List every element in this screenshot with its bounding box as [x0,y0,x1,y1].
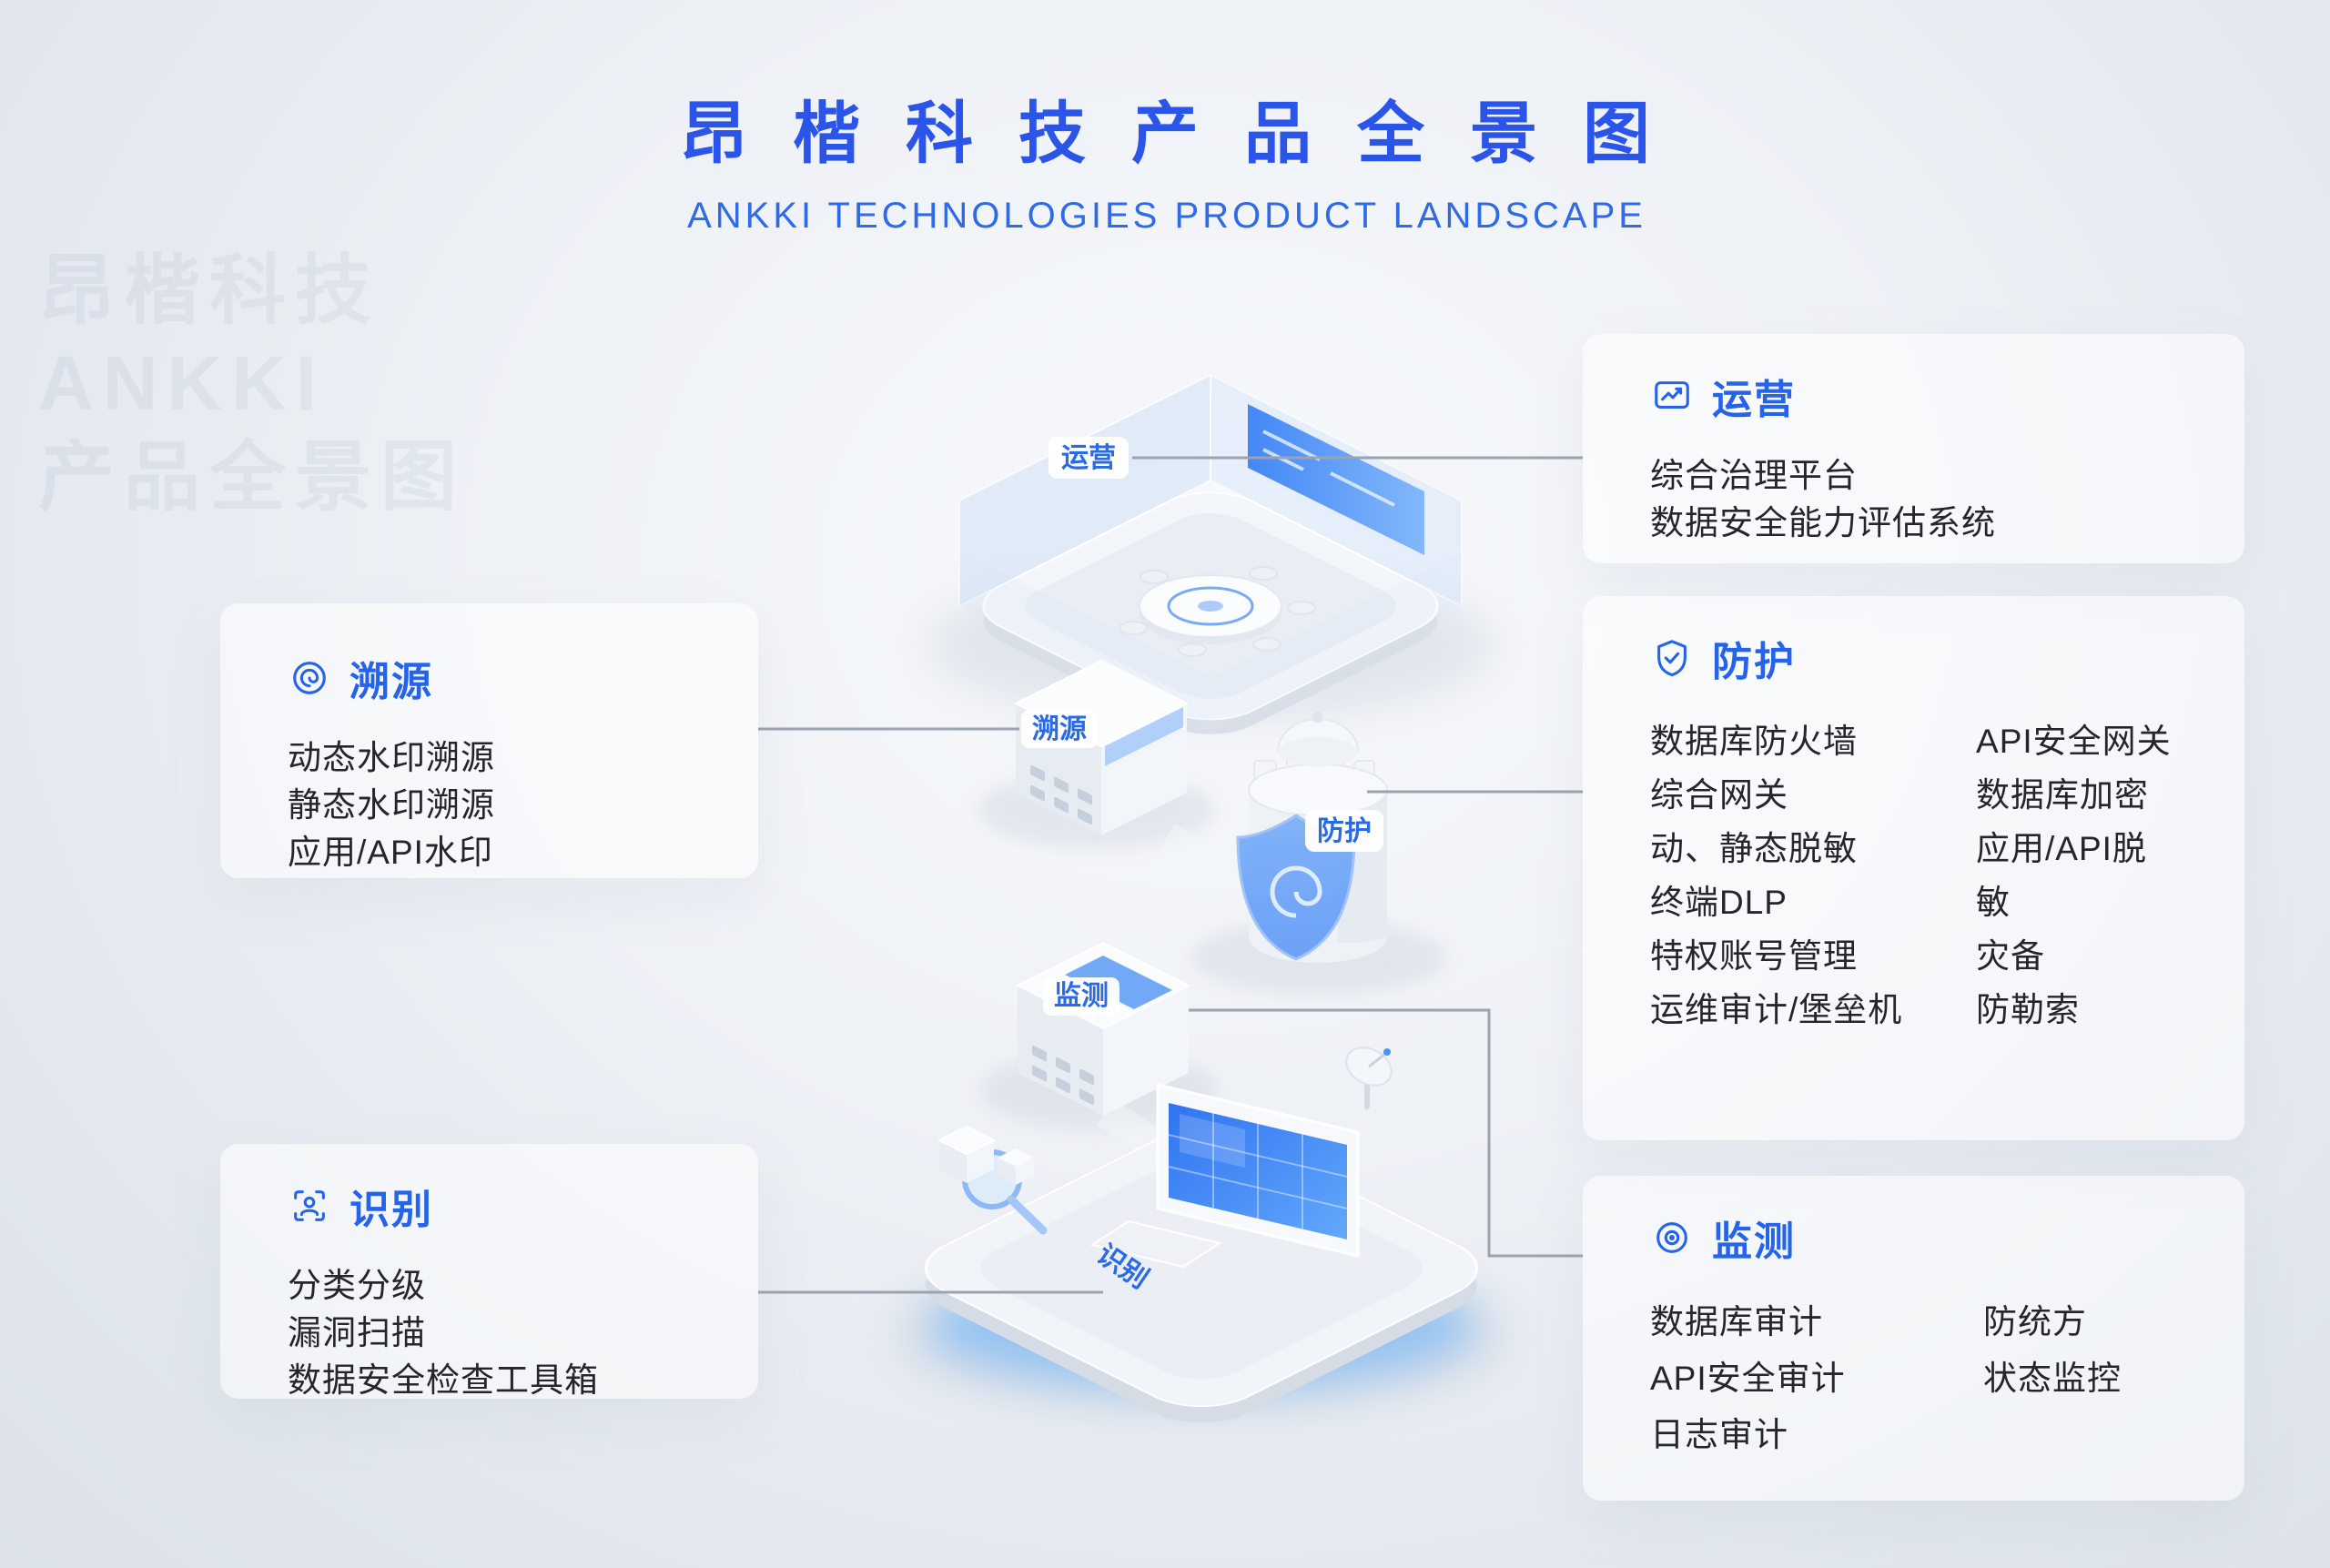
product-item: 灾备 [1976,937,2046,975]
product-item: 动、静态脱敏 [1650,830,1858,867]
card-traceability-header: 溯源 [288,649,691,707]
card-traceability-title: 溯源 [350,660,433,704]
identification-platform [924,1047,1479,1423]
building-blue-band [1105,707,1183,766]
monitor-chart-icon [1650,374,1694,418]
product-item: 综合网关 [1650,776,1788,814]
product-item: 静态水印溯源 [288,786,495,824]
meeting-table [1139,574,1282,644]
protection-column-2: API安全网关 数据库加密 应用/API脱敏 灾备 防勒索 [1976,714,2177,1037]
screen-text-lines [1262,430,1395,507]
wall-dashboard-screen [1248,404,1424,555]
card-identification: 识别 分类分级 漏洞扫描 数据安全检查工具箱 [220,1144,758,1399]
connector-monitoring [1189,1008,1583,1258]
card-protection-title: 防护 [1712,640,1796,684]
shield-swirl [1270,865,1322,918]
card-operations-body: 综合治理平台 数据安全能力评估系统 [1650,452,2177,547]
card-monitoring-header: 监测 [1650,1209,2177,1267]
product-item: 日志审计 [1650,1416,1788,1453]
product-item: API安全审计 [1650,1360,1846,1397]
person-scan-icon [288,1184,331,1228]
card-monitoring-title: 监测 [1712,1219,1796,1264]
watermark-line: 昂楷科技 [38,248,381,333]
building-labels: 运营 溯源 防护 监测 识别 [1021,437,1383,1295]
trace-swirl-icon [288,656,331,700]
card-protection: 防护 数据库防火墙 综合网关 动、静态脱敏 终端DLP 特权账号管理 运维审计/… [1583,596,2244,1140]
watermark-line: ANKKI [38,340,326,427]
small-cubes [937,1125,1034,1185]
product-item: 数据库加密 [1976,776,2150,814]
product-item: API安全网关 [1976,723,2172,760]
building-windows [1032,1045,1094,1106]
card-traceability-body: 动态水印溯源 静态水印溯源 应用/API水印 [288,734,691,876]
radar-target-icon [1650,1216,1694,1259]
card-operations-header: 运营 [1650,367,2177,425]
product-item: 应用/API脱敏 [1976,830,2147,921]
product-item: 终端DLP [1650,884,1788,921]
page-title: 昂楷科技产品全景图 [680,96,1696,171]
card-identification-title: 识别 [350,1188,433,1232]
card-protection-body: 数据库防火墙 综合网关 动、静态脱敏 终端DLP 特权账号管理 运维审计/堡垒机… [1650,714,2177,1037]
watermark-line: 产品全景图 [38,433,467,520]
card-identification-header: 识别 [288,1177,691,1235]
product-item: 数据库审计 [1650,1303,1823,1340]
label-traceability: 溯源 [1032,714,1087,744]
card-monitoring: 监测 数据库审计 API安全审计 日志审计 防统方 状态监控 [1583,1176,2244,1501]
product-item: 数据库防火墙 [1650,723,1858,760]
product-item: 数据安全检查工具箱 [288,1361,599,1399]
screen-grid [1168,1113,1348,1229]
product-item: 特权账号管理 [1650,937,1858,975]
building-windows [1030,764,1092,825]
header: 昂楷科技产品全景图 ANKKI TECHNOLOGIES PRODUCT LAN… [0,95,2330,237]
card-monitoring-body: 数据库审计 API安全审计 日志审计 防统方 状态监控 [1650,1294,2177,1463]
card-protection-header: 防护 [1650,629,2177,687]
glass-wall-front-right [1211,551,1462,732]
satellite-dish [1345,1047,1393,1109]
connector-lines [758,456,1583,1294]
product-item: 状态监控 [1983,1360,2122,1397]
card-operations: 运营 综合治理平台 数据安全能力评估系统 [1583,334,2244,563]
label-monitoring: 监测 [1054,981,1109,1011]
product-item: 漏洞扫描 [288,1314,426,1351]
product-item: 应用/API水印 [288,834,493,871]
card-identification-body: 分类分级 漏洞扫描 数据安全检查工具箱 [288,1262,691,1404]
protection-column-1: 数据库防火墙 综合网关 动、静态脱敏 终端DLP 特权账号管理 运维审计/堡垒机 [1650,714,1976,1037]
label-protection: 防护 [1317,816,1372,846]
page-subtitle: ANKKI TECHNOLOGIES PRODUCT LANDSCAPE [687,196,1646,237]
card-traceability: 溯源 动态水印溯源 静态水印溯源 应用/API水印 [220,603,758,878]
shield-check-icon [1650,636,1694,680]
monitoring-column-1: 数据库审计 API安全审计 日志审计 [1650,1294,1983,1463]
product-item: 综合治理平台 [1650,457,1858,494]
product-item: 防勒索 [1976,991,2081,1028]
keyboard [1089,1219,1222,1269]
monitoring-column-2: 防统方 状态监控 [1983,1294,2122,1463]
product-item: 运维审计/堡垒机 [1650,991,1903,1028]
label-operations: 运营 [1061,443,1116,473]
chairs [1119,566,1316,657]
monitor-screen [1169,1103,1347,1239]
background-watermark: 昂楷科技 ANKKI 产品全景图 [38,244,466,523]
card-operations-title: 运营 [1712,378,1796,422]
product-item: 动态水印溯源 [288,739,495,776]
product-item: 防统方 [1983,1303,2087,1340]
product-item: 数据安全能力评估系统 [1650,504,1996,541]
product-item: 分类分级 [288,1267,426,1304]
